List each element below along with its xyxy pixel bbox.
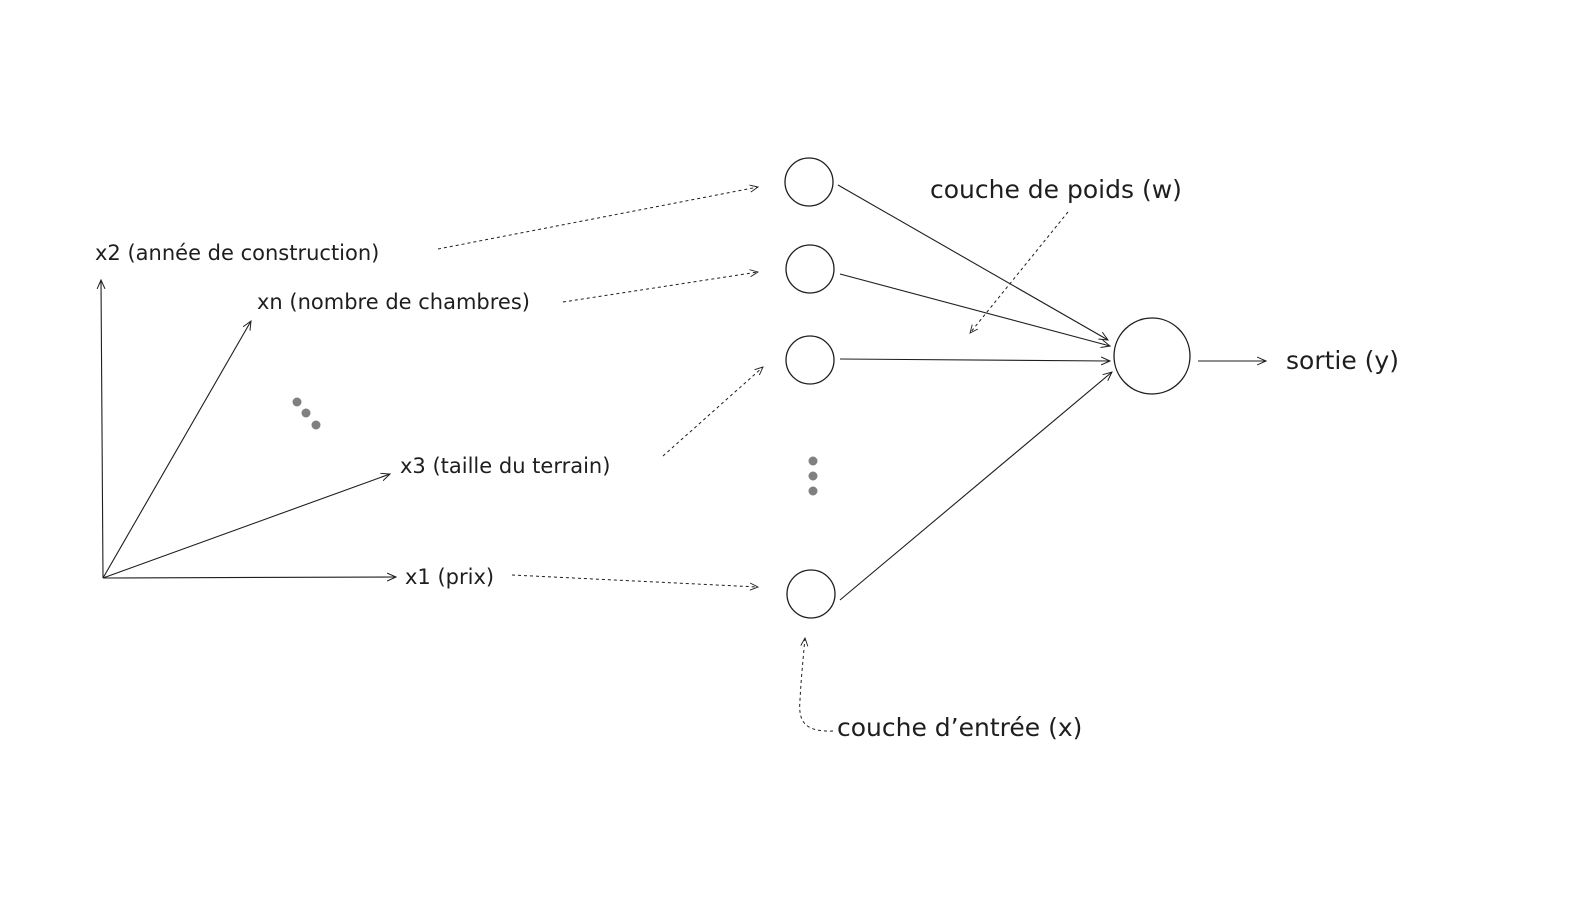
weight-arrow xyxy=(839,372,1112,601)
label-weights-layer: couche de poids (w) xyxy=(930,175,1182,204)
feature-axes xyxy=(101,280,396,578)
input-pointer-arrow xyxy=(799,638,834,732)
weight-connections xyxy=(837,184,1112,601)
output-node xyxy=(1113,317,1191,395)
label-x2: x2 (année de construction) xyxy=(95,241,379,265)
axis-x3-arrow xyxy=(102,474,390,579)
dashed-arrow-xn xyxy=(562,272,758,303)
dashed-arrow-x1 xyxy=(511,574,758,587)
axis-xn-arrow xyxy=(102,321,251,579)
weights-pointer-arrow xyxy=(970,211,1069,333)
weight-arrow xyxy=(839,359,1110,361)
axes-ellipsis-dots xyxy=(292,397,321,430)
axis-x1-arrow xyxy=(102,577,396,578)
input-node xyxy=(785,244,835,294)
input-node xyxy=(784,157,834,207)
label-x1: x1 (prix) xyxy=(405,565,494,589)
input-node xyxy=(785,335,835,385)
input-node xyxy=(786,569,836,619)
label-output: sortie (y) xyxy=(1286,346,1399,375)
weight-arrow xyxy=(837,184,1108,340)
input-ellipsis-dots xyxy=(808,456,818,496)
weight-arrow xyxy=(839,273,1110,346)
label-xn: xn (nombre de chambres) xyxy=(257,290,530,314)
axis-x2-arrow xyxy=(101,280,103,579)
dashed-arrow-x3 xyxy=(662,367,763,457)
dashed-arrow-x2 xyxy=(437,187,758,250)
label-x3: x3 (taille du terrain) xyxy=(400,454,610,478)
feature-to-input-arrows xyxy=(437,187,763,587)
label-input-layer: couche d’entrée (x) xyxy=(837,713,1082,742)
input-layer xyxy=(784,157,836,619)
